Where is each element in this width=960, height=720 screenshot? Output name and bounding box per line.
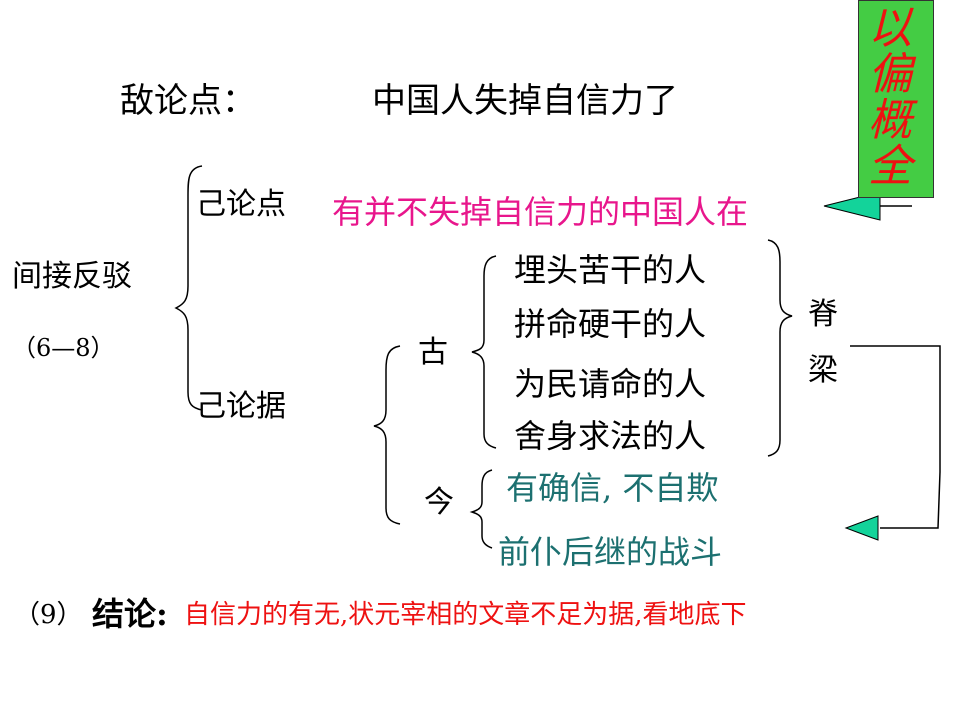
root-range: （6—8） xyxy=(12,334,115,362)
side-box xyxy=(858,0,934,198)
modern-item: 前仆后继的战斗 xyxy=(498,533,723,571)
ancient-close-brace xyxy=(767,239,793,457)
arrow-to-own-point xyxy=(823,191,881,221)
own-point-text: 有并不失掉自信力的中国人在 xyxy=(332,193,749,231)
modern-brace xyxy=(469,469,493,549)
arrow-to-modern xyxy=(844,515,879,541)
modern-item: 有确信, 不自欺 xyxy=(506,469,719,507)
ancient-brace xyxy=(471,255,497,449)
spine-label-2: 梁 xyxy=(808,353,838,388)
opponent-claim-label: 敌论点： xyxy=(120,81,256,121)
ancient-item: 为民请命的人 xyxy=(514,365,707,403)
modern-label: 今 xyxy=(424,485,454,520)
main-brace xyxy=(174,165,203,411)
own-evidence-label: 己论据 xyxy=(196,389,286,424)
own-point-label: 己论点 xyxy=(196,187,286,222)
ancient-item: 拼命硬干的人 xyxy=(514,305,707,343)
conclusion-label: 结论: xyxy=(92,595,168,633)
ancient-item: 舍身求法的人 xyxy=(514,417,707,455)
spine-connector xyxy=(850,345,941,529)
ancient-item: 埋头苦干的人 xyxy=(514,251,707,289)
evidence-brace xyxy=(373,345,401,525)
side-box-text: 以偏概全 xyxy=(868,3,912,192)
ancient-label: 古 xyxy=(418,335,448,370)
root-label: 间接反驳 xyxy=(12,259,132,294)
conclusion-prefix: （9） xyxy=(14,600,83,630)
conclusion-text: 自信力的有无,状元宰相的文章不足为据,看地底下 xyxy=(184,600,747,630)
spine-label-1: 脊 xyxy=(808,297,838,332)
opponent-claim-text: 中国人失掉自信力了 xyxy=(372,81,678,121)
